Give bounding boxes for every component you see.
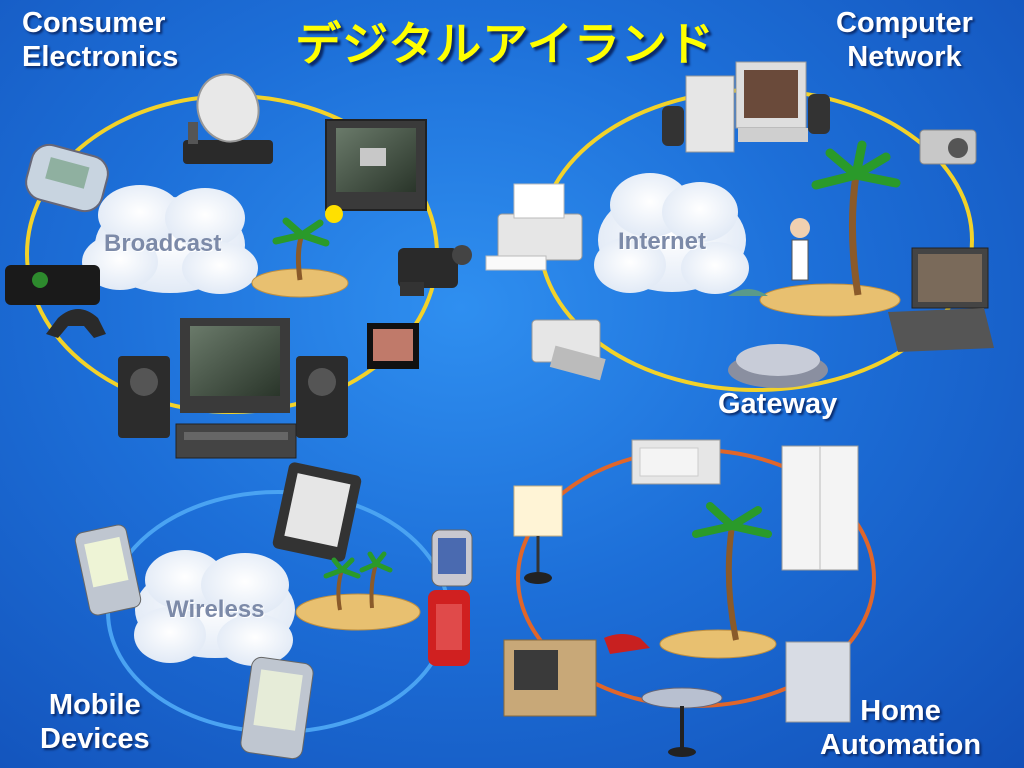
broadcast-cloud <box>82 185 258 294</box>
network-label-line1: Computer <box>836 7 973 39</box>
game-console-icon <box>5 265 106 338</box>
tv-monitor-icon <box>325 119 427 211</box>
island-person-icon <box>728 140 901 317</box>
mobile-devices-label: Mobile Devices <box>40 688 150 756</box>
satellite-dish-icon <box>183 73 273 164</box>
tablet-icon <box>272 462 362 562</box>
consumer-label-line1: Consumer <box>22 7 166 39</box>
desktop-computer-icon <box>662 61 830 153</box>
consumer-electronics-label: Consumer Electronics <box>22 6 178 74</box>
island-wireless-icon <box>295 551 421 631</box>
island-home-icon <box>604 502 777 659</box>
internet-cloud <box>594 173 749 294</box>
control-panel-icon <box>503 639 597 717</box>
wireless-label: Wireless <box>166 596 265 623</box>
laptop-icon <box>888 247 994 352</box>
internet-label: Internet <box>618 228 707 255</box>
home-theater-icon <box>118 318 348 459</box>
page-title: デジタルアイランド <box>295 17 715 71</box>
gateway-label: Gateway <box>718 388 838 420</box>
mobile-label-line1: Mobile <box>48 689 141 721</box>
digital-camera-icon <box>919 129 977 165</box>
home-label-line1: Home <box>860 695 941 727</box>
microwave-icon <box>631 439 721 485</box>
pocket-pc-icon <box>240 656 314 760</box>
network-label-line2: Network <box>847 41 962 73</box>
island-icon <box>251 205 349 298</box>
washer-icon <box>785 641 851 723</box>
photo-frame-icon <box>367 323 419 369</box>
broadcast-label: Broadcast <box>104 230 222 257</box>
consumer-label-line2: Electronics <box>22 41 179 73</box>
wireless-cloud <box>134 550 295 666</box>
camcorder-icon <box>398 245 472 296</box>
mobile-phone-icon <box>428 529 473 666</box>
lamp-icon <box>513 485 563 584</box>
security-camera-icon <box>641 687 723 757</box>
printer-icon <box>485 183 583 271</box>
mobile-label-line2: Devices <box>40 723 150 755</box>
gateway-device-icon <box>728 344 828 388</box>
home-label-line2: Automation <box>820 729 982 761</box>
home-automation-label: Home Automation <box>820 694 981 762</box>
computer-network-label: Computer Network <box>836 6 973 74</box>
refrigerator-icon <box>781 445 859 571</box>
portable-player-icon <box>25 143 109 213</box>
inkjet-printer-icon <box>531 319 606 381</box>
pda-icon <box>74 524 142 616</box>
